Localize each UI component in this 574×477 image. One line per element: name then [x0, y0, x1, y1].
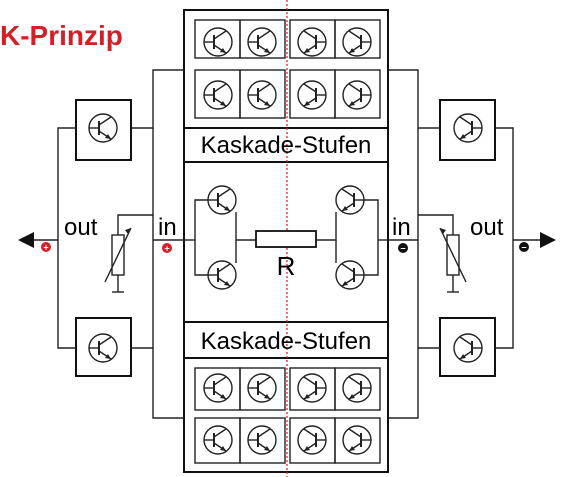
left-side: [18, 69, 184, 419]
left-in-plus-icon: [162, 243, 172, 253]
svg-text:+: +: [164, 244, 169, 254]
resistor-label: R: [277, 251, 296, 281]
cascade-bottom-label: Kaskade-Stufen: [201, 328, 372, 355]
center-block: [183, 9, 389, 473]
cascade-top-label: Kaskade-Stufen: [201, 132, 372, 159]
right-out-minus-icon: [519, 242, 529, 252]
diagram-title: K-Prinzip: [0, 20, 123, 51]
left-in-label: in: [158, 214, 177, 241]
right-in-label: in: [392, 214, 411, 241]
right-out-label: out: [470, 214, 504, 241]
right-in-minus-icon: [398, 243, 408, 253]
differential-stage: [184, 185, 388, 290]
right-side: [388, 69, 556, 419]
left-out-plus-icon: [41, 242, 51, 252]
top-cascade: [194, 19, 381, 119]
resistor-r: [255, 230, 317, 248]
bottom-cascade: [194, 367, 381, 464]
svg-text:+: +: [43, 243, 48, 253]
left-out-label: out: [64, 214, 98, 241]
svg-text:−: −: [400, 244, 405, 254]
svg-text:−: −: [521, 243, 526, 253]
